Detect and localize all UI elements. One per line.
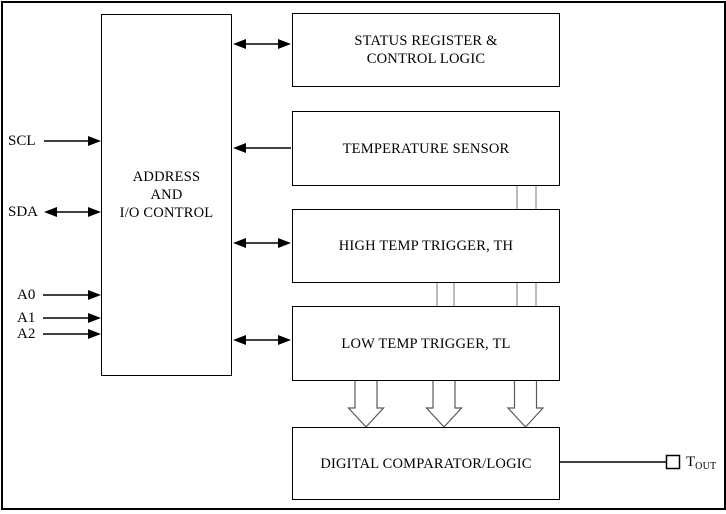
a2-arrow <box>43 329 101 339</box>
hollow-arrow-2 <box>425 379 463 428</box>
arrowhead-right <box>88 207 101 217</box>
arrowhead-right <box>278 335 291 345</box>
hollow-arrows-to-comparator <box>347 379 545 428</box>
a1-arrow <box>43 313 101 323</box>
block-temperature-sensor: TEMPERATURE SENSOR <box>292 111 560 186</box>
bus-temp-to-high <box>516 185 537 210</box>
sda-arrow <box>44 207 101 217</box>
temp-address-arrow <box>233 143 291 153</box>
arrowhead-left <box>233 238 246 248</box>
arrowhead-right <box>278 39 291 49</box>
arrowhead-right <box>88 136 101 146</box>
block-label-line: CONTROL LOGIC <box>366 51 486 67</box>
block-label: HIGH TEMP TRIGGER, TH <box>338 238 514 254</box>
pin-label-tout: TOUT <box>686 453 716 473</box>
block-label: TEMPERATURE SENSOR <box>342 140 510 157</box>
block-address-io-control: ADDRESS AND I/O CONTROL <box>101 14 232 376</box>
block-label-line: ADDRESS <box>132 169 201 185</box>
pin-label-sda: SDA <box>8 204 39 220</box>
arrowhead-left <box>233 39 246 49</box>
block-label-line: I/O CONTROL <box>119 205 214 221</box>
arrowhead-left <box>233 335 246 345</box>
arrowhead-right <box>88 313 101 323</box>
hollow-arrow-3 <box>506 379 545 428</box>
block-label: DIGITAL COMPARATOR/LOGIC <box>320 455 532 472</box>
address-low-arrow <box>233 335 291 345</box>
block-label: LOW TEMP TRIGGER, TL <box>341 335 511 352</box>
arrowhead-right <box>88 290 101 300</box>
address-high-arrow <box>233 238 291 248</box>
arrowhead-right <box>88 329 101 339</box>
pin-label-a1: A1 <box>17 310 36 326</box>
block-low-temp-trigger: LOW TEMP TRIGGER, TL <box>292 306 560 381</box>
address-status-arrow <box>233 39 291 49</box>
hollow-arrow-1 <box>347 379 385 428</box>
block-label-line: AND <box>150 187 183 203</box>
scl-arrow <box>44 136 101 146</box>
bus-high-to-low <box>436 282 537 307</box>
tout-wire <box>560 454 681 470</box>
tout-pin-square <box>665 454 681 470</box>
pin-label-a2: A2 <box>17 326 36 342</box>
block-label-line: STATUS REGISTER & <box>354 33 498 49</box>
pin-label-scl: SCL <box>8 133 36 149</box>
block-high-temp-trigger: HIGH TEMP TRIGGER, TH <box>292 209 560 283</box>
a0-arrow <box>43 290 101 300</box>
block-digital-comparator-logic: DIGITAL COMPARATOR/LOGIC <box>292 427 560 500</box>
block-status-register-control-logic: STATUS REGISTER & CONTROL LOGIC <box>292 13 560 87</box>
tout-subscript-text: OUT <box>695 461 717 472</box>
pin-label-a0: A0 <box>17 287 36 303</box>
arrowhead-left <box>44 207 57 217</box>
arrowhead-right <box>278 238 291 248</box>
tout-main-text: T <box>686 454 696 470</box>
arrowhead-left <box>233 143 246 153</box>
